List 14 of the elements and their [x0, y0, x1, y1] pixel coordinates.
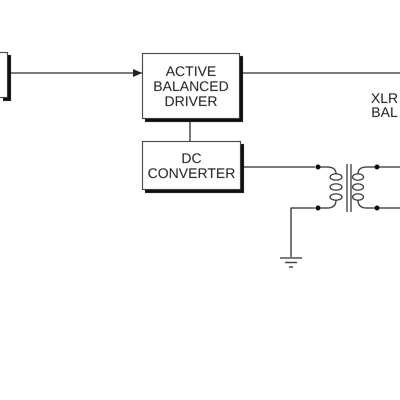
block-label: ACTIVE BALANCED DRIVER — [152, 64, 230, 108]
wire — [379, 207, 400, 209]
block-box — [0, 52, 11, 101]
ground-symbol — [280, 257, 302, 269]
process-box — [142, 53, 243, 122]
wire — [189, 122, 191, 141]
wire — [290, 207, 315, 257]
port-label: XLR BAL — [370, 91, 400, 119]
wire — [379, 166, 400, 168]
wire — [244, 166, 315, 168]
arrow — [11, 69, 142, 77]
process-box — [142, 141, 244, 193]
wire — [243, 72, 400, 74]
block-label: DC CONVERTER — [146, 150, 236, 180]
